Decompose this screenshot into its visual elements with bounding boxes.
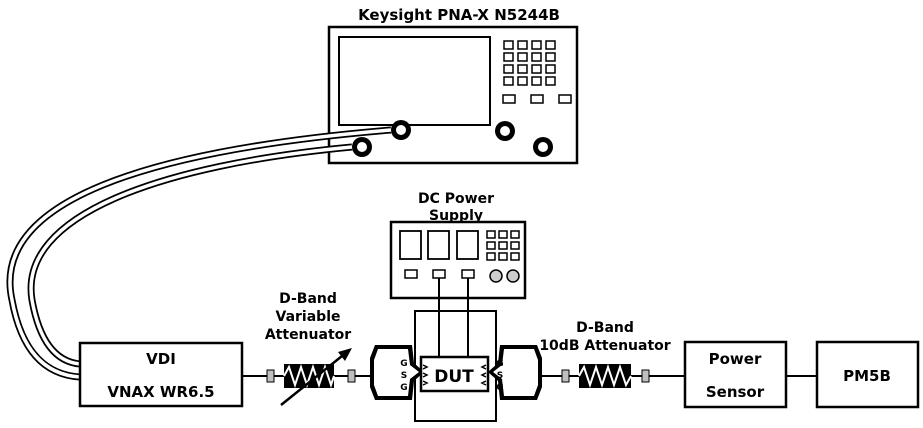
waveguide-flange [641, 369, 650, 383]
keypad-key [531, 76, 542, 86]
pna-x-softkey [502, 94, 516, 104]
keypad-key [510, 241, 520, 250]
keypad-key [498, 230, 508, 239]
dc-supply-output-terminal [432, 269, 446, 279]
keypad-key [510, 252, 520, 261]
keypad-key [517, 52, 528, 62]
keypad-key [498, 252, 508, 261]
pna-x-instrument: Keysight PNA-X N5244B [327, 6, 579, 165]
power-sensor: Power Sensor [683, 340, 788, 409]
pna-x-port-4 [533, 137, 553, 157]
dc-supply-display [456, 230, 479, 260]
keypad-key [503, 64, 514, 74]
keypad-key [545, 52, 556, 62]
keypad-key [486, 230, 496, 239]
vdi-label-line1: VDI [146, 350, 176, 368]
variable-atten-label-line1: D-Band [279, 291, 337, 307]
pna-x-softkey [530, 94, 544, 104]
right-gsg-probe: G S G [488, 345, 542, 400]
fixed-atten-resistor-zigzag [578, 363, 632, 389]
pm5b-box [815, 340, 920, 409]
left-probe-pin-s: S [401, 371, 407, 381]
waveguide-flange [347, 369, 356, 383]
dc-supply-label-line1: DC Power [418, 191, 494, 207]
variable-atten-arrow-shaft [280, 351, 348, 406]
coax-cable-outer-core [8, 128, 392, 379]
vdi-frequency-extender: VDI VNAX WR6.5 [78, 341, 244, 408]
dc-supply-label-line2: Supply [429, 208, 483, 224]
dc-supply-display [427, 230, 450, 260]
coax-cable-inner-core [29, 145, 353, 366]
pna-x-port-3 [495, 121, 515, 141]
dc-supply-knob [489, 269, 503, 283]
variable-atten-arrow-head [338, 348, 352, 361]
dc-power-supply: DC Power Supply [389, 191, 527, 300]
keypad-key [545, 64, 556, 74]
dut-block [419, 355, 490, 393]
right-probe-pin-g1: G [496, 359, 503, 369]
left-probe-pin-g1: G [400, 359, 407, 369]
right-probe-pin-g2: G [496, 383, 503, 393]
keypad-key [510, 230, 520, 239]
power-sensor-label-line2: Sensor [706, 383, 765, 401]
keypad-key [531, 64, 542, 74]
keypad-key [545, 40, 556, 50]
pna-x-port-1 [391, 120, 411, 140]
keypad-key [503, 40, 514, 50]
keypad-key [486, 241, 496, 250]
keypad-key [531, 40, 542, 50]
pna-x-title: Keysight PNA-X N5244B [358, 6, 560, 24]
vdi-label-line2: VNAX WR6.5 [107, 383, 214, 401]
pm5b-label: PM5B [843, 367, 891, 385]
keypad-key [498, 241, 508, 250]
keypad-key [503, 76, 514, 86]
fixed-10db-attenuator: D-Band 10dB Attenuator [539, 320, 671, 389]
power-sensor-label-line1: Power [709, 350, 762, 368]
keypad-key [517, 76, 528, 86]
fixed-atten-label-line1: D-Band [576, 320, 634, 336]
dc-supply-keypad [486, 230, 520, 261]
fixed-atten-label-line2: 10dB Attenuator [539, 338, 670, 354]
waveguide-flange [266, 369, 275, 383]
left-probe-pin-g2: G [400, 383, 407, 393]
keypad-key [517, 64, 528, 74]
dc-supply-output-terminal [461, 269, 475, 279]
pna-x-keypad [503, 40, 556, 86]
dc-supply-display [399, 230, 422, 260]
dut-label: DUT [434, 367, 474, 387]
keypad-key [545, 76, 556, 86]
pna-x-screen [338, 36, 491, 126]
keypad-key [517, 40, 528, 50]
power-sensor-box [683, 340, 788, 409]
dut-left-pads [422, 364, 429, 386]
left-gsg-probe: G S G [370, 345, 424, 400]
keypad-key [486, 252, 496, 261]
pna-x-port-2 [352, 137, 372, 157]
variable-attenuator: D-Band Variable Attenuator [265, 291, 352, 406]
variable-atten-label-line3: Attenuator [265, 327, 351, 343]
dc-supply-knob [506, 269, 520, 283]
dut-right-pads [480, 364, 487, 386]
dc-supply-output-terminal [404, 269, 418, 279]
keypad-key [503, 52, 514, 62]
vdi-box [78, 341, 244, 408]
pm5b-power-meter: PM5B [815, 340, 920, 409]
pna-x-softkey [558, 94, 572, 104]
right-probe-pin-s: S [497, 371, 503, 381]
variable-atten-resistor-zigzag [283, 363, 335, 389]
waveguide-flange [561, 369, 570, 383]
variable-atten-label-line2: Variable [276, 309, 341, 325]
keypad-key [531, 52, 542, 62]
